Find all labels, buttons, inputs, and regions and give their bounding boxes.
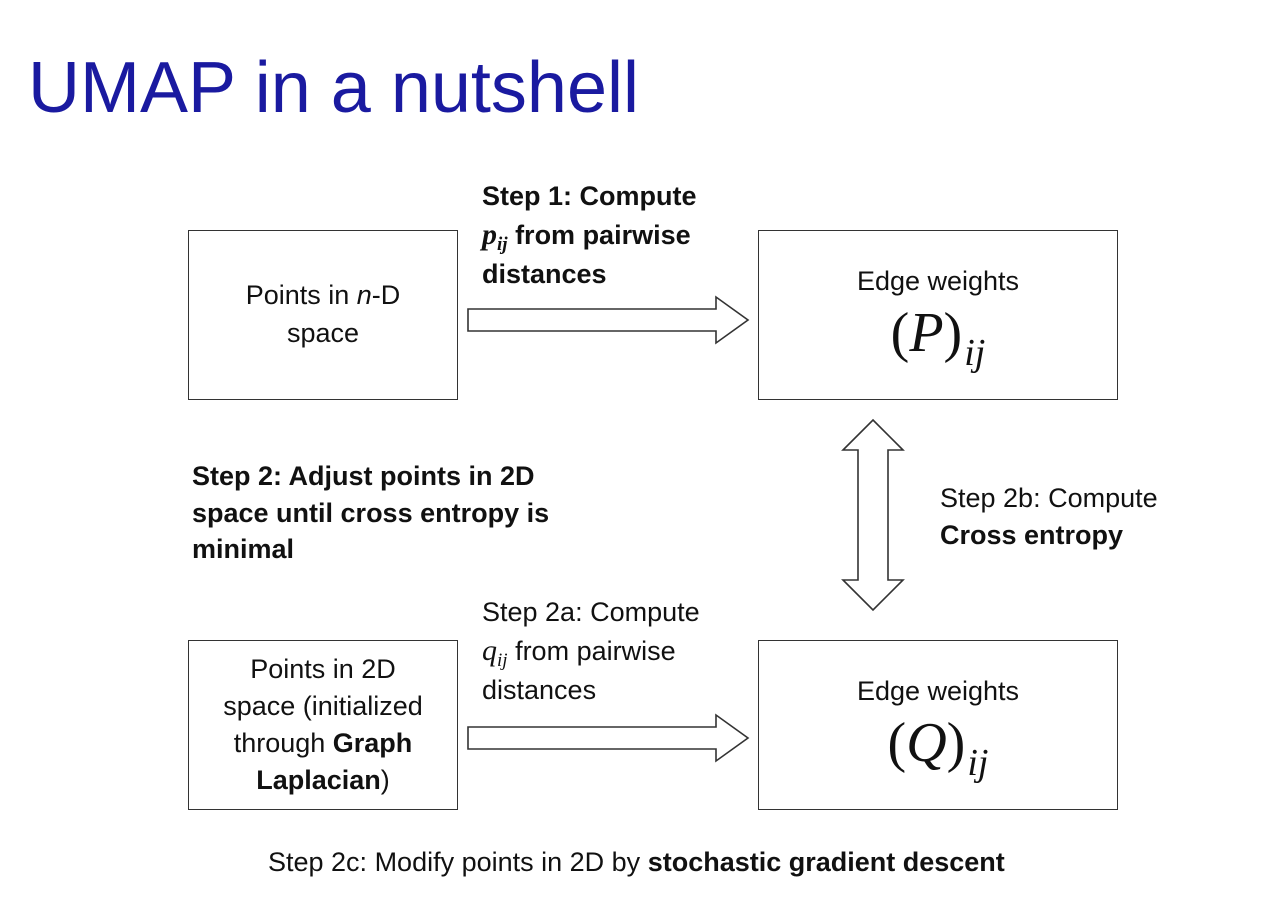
edge-weights-p-box: Edge weights (P)ij: [758, 230, 1118, 400]
cross-entropy-double-arrow: [840, 418, 906, 612]
points-nd-label: Points in n-D space: [245, 280, 401, 348]
q-matrix-symbol: (Q)ij: [887, 712, 989, 785]
step1-label: Step 1: Compute pij from pairwise distan…: [482, 181, 697, 289]
q-ij-symbol: qij: [482, 633, 508, 671]
step2b-label: Step 2b: Compute Cross entropy: [940, 483, 1158, 550]
edge-weights-q-box: Edge weights (Q)ij: [758, 640, 1118, 810]
step1-right-arrow: [466, 294, 752, 346]
step2a-label: Step 2a: Compute qij from pairwise dista…: [482, 597, 700, 705]
page-title: UMAP in a nutshell: [28, 48, 639, 128]
points-nd-box: Points in n-D space: [188, 230, 458, 400]
p-matrix-symbol: (P)ij: [890, 302, 986, 375]
points-2d-label: Points in 2D space (initialized through …: [223, 653, 423, 796]
edge-weights-p-caption: Edge weights: [856, 266, 1020, 296]
p-ij-symbol: pij: [482, 217, 508, 255]
points-2d-box: Points in 2D space (initialized through …: [188, 640, 458, 810]
step2a-right-arrow: [466, 712, 752, 764]
edge-weights-q-caption: Edge weights: [856, 676, 1020, 706]
step2c-label: Step 2c: Modify points in 2D by stochast…: [268, 847, 1005, 877]
step2-label: Step 2: Adjust points in 2D space until …: [192, 461, 550, 565]
